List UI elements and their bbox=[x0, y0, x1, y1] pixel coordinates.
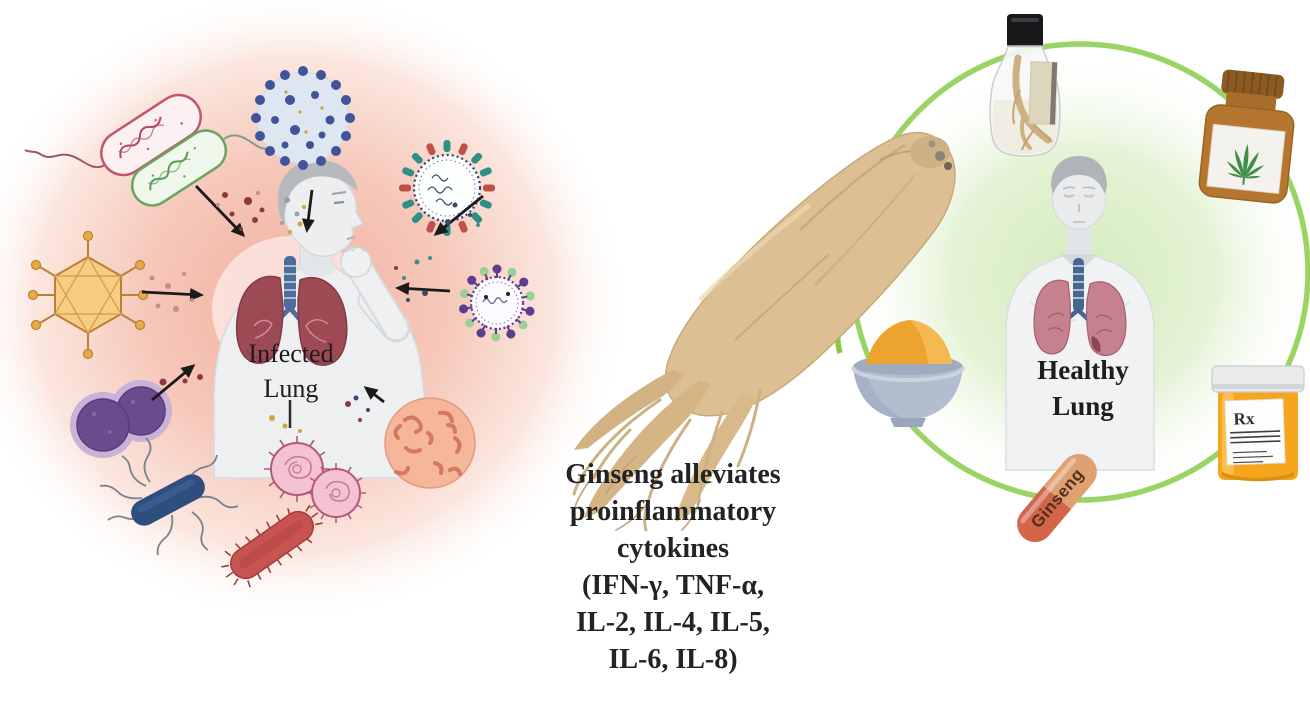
coronavirus bbox=[251, 66, 355, 170]
caption-line: cytokines bbox=[617, 533, 729, 564]
hemp-leaf-icon bbox=[1226, 143, 1265, 185]
infected-lung-line2: Lung bbox=[263, 374, 319, 403]
hair bbox=[1051, 156, 1107, 194]
herbal-supplement-jar bbox=[1198, 69, 1295, 204]
particle-dots bbox=[149, 191, 480, 433]
spiked-bacillus bbox=[221, 504, 323, 588]
ginseng-root bbox=[572, 131, 956, 532]
diplococcus bbox=[70, 380, 172, 458]
healthy-lung-label: Healthy Lung bbox=[998, 352, 1168, 424]
infected-lung-label: Infected Lung bbox=[196, 336, 386, 406]
healthy-lung-line2: Lung bbox=[1052, 391, 1114, 421]
healthy-person bbox=[1005, 156, 1155, 471]
cocci-pair bbox=[264, 436, 366, 523]
flagellated-bacillus-green bbox=[130, 129, 287, 207]
ginseng-powder-bowl bbox=[851, 320, 965, 427]
enveloped-virus-purple bbox=[459, 264, 535, 342]
ginseng-tincture-bottle bbox=[989, 14, 1061, 157]
hair bbox=[277, 159, 358, 224]
figure-caption: Ginseng alleviates proinflammatory cytok… bbox=[505, 456, 841, 678]
caption-line: IL-6, IL-8) bbox=[608, 644, 738, 675]
caption-line: Ginseng alleviates bbox=[565, 459, 781, 490]
infection-arrows bbox=[141, 185, 484, 404]
flagellated-bacillus-pink bbox=[24, 93, 202, 177]
rx-label: Rx bbox=[1233, 409, 1255, 429]
infected-person bbox=[212, 159, 428, 479]
caption-line: (IFN-γ, TNF-α, bbox=[582, 570, 764, 601]
adenovirus bbox=[27, 230, 149, 360]
healthy-lungs bbox=[1033, 258, 1127, 357]
prescription-bottle: Rx bbox=[1211, 365, 1305, 482]
coral-virus-sphere bbox=[384, 397, 476, 489]
peritrichous-bacillus bbox=[99, 437, 239, 556]
infected-lung-line1: Infected bbox=[248, 339, 334, 368]
infected-lungs bbox=[235, 256, 348, 366]
caption-line: IL-2, IL-4, IL-5, bbox=[576, 607, 770, 638]
healthy-lung-line1: Healthy bbox=[1037, 355, 1129, 385]
influenza-virus bbox=[399, 140, 495, 236]
caption-line: proinflammatory bbox=[569, 496, 777, 527]
